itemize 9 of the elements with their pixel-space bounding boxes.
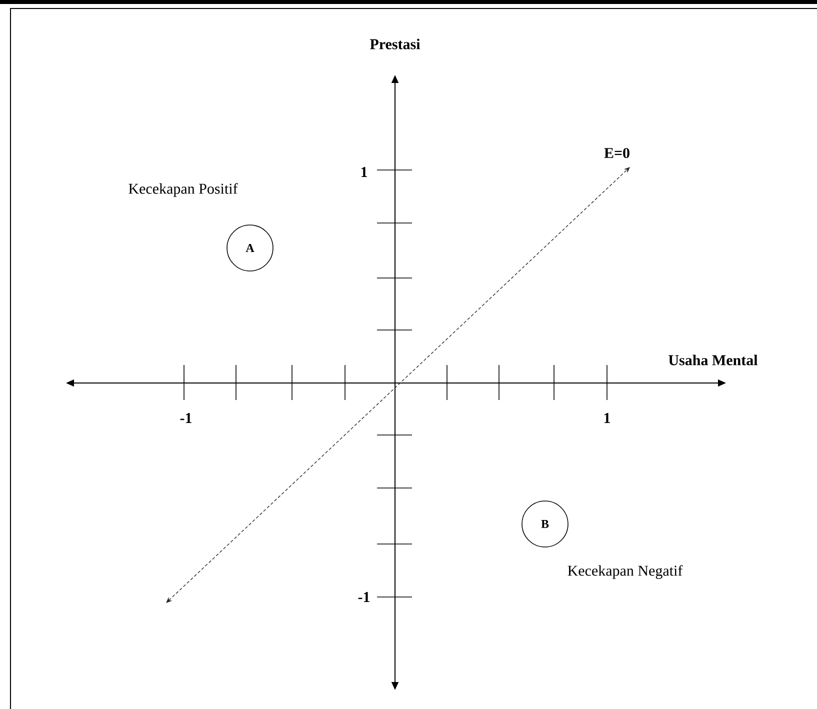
axis-title: Usaha Mental (668, 354, 758, 366)
tick-label: -1 (358, 592, 370, 602)
axis-title: Prestasi (370, 38, 420, 50)
tick-label: -1 (180, 413, 192, 423)
line-label: E=0 (604, 148, 630, 158)
region-label: Kecekapan Positif (128, 183, 238, 197)
tick-label: 1 (361, 167, 367, 177)
region-label: Kecekapan Negatif (568, 565, 683, 579)
tick-label: 1 (604, 413, 610, 423)
